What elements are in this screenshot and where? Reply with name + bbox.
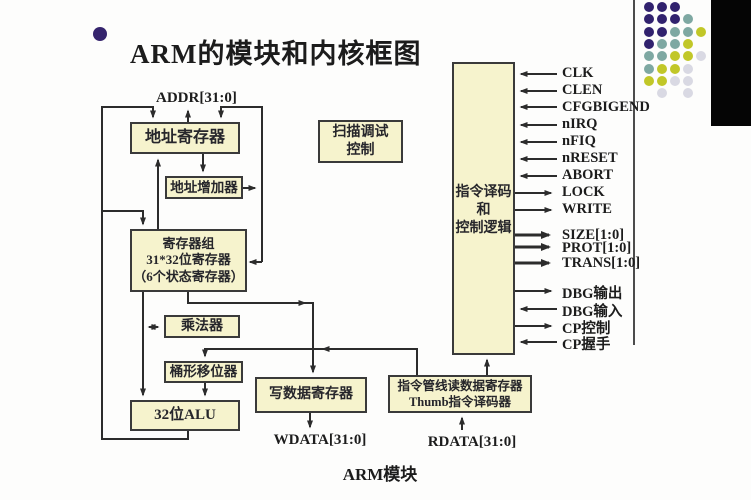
signal-label-clk: CLK [562, 65, 594, 81]
page-title: ARM的模块和内核框图 [130, 39, 422, 70]
box-multiplier: 乘法器 [164, 315, 240, 338]
decorative-dot [657, 26, 667, 37]
signal-label-cfgbigend: CFGBIGEND [562, 99, 650, 115]
box-label: 控制 [346, 142, 375, 158]
decorative-dot [670, 26, 680, 37]
decorative-dot [696, 51, 706, 62]
box-scan-debug-control: 扫描调试 控制 [318, 120, 403, 163]
decorative-dot [644, 38, 654, 49]
signal-label-nfiq: nFIQ [562, 133, 596, 149]
box-label: 控制逻辑 [455, 220, 512, 236]
decorative-dot [644, 51, 654, 62]
decorative-dot [683, 38, 693, 49]
decorative-dot [670, 14, 680, 25]
decorative-dot [644, 2, 654, 12]
decorative-dot [670, 38, 680, 49]
decorative-dot [644, 75, 654, 86]
box-write-data-register: 写数据寄存器 [255, 377, 367, 413]
box-label: 指令译码 [455, 185, 512, 200]
template-divider-line [633, 0, 635, 345]
signal-label-lock: LOCK [562, 184, 605, 200]
signal-label-size: SIZE[1:0] [562, 227, 625, 243]
decorative-dot [644, 63, 654, 74]
signal-label-cp-ctrl: CP控制 [562, 321, 611, 337]
decorative-dot [657, 88, 667, 99]
box-label: 寄存器组 [162, 235, 215, 251]
box-address-incrementer: 地址增加器 [165, 176, 243, 199]
box-instruction-pipe: 指令管线读数据寄存器 Thumb指令译码器 [388, 375, 532, 413]
box-label: 乘法器 [181, 318, 223, 334]
decorative-dot [683, 75, 693, 86]
box-label: 扫描调试 [332, 124, 389, 140]
signal-label-prot: PROT[1:0] [562, 240, 632, 256]
decorative-dot [683, 63, 693, 74]
signal-label-trans: TRANS[1:0] [562, 255, 641, 271]
wdata-bus-label: WDATA[31:0] [273, 432, 367, 448]
decorative-dot [683, 88, 693, 99]
signal-label-dbg-out: DBG输出 [562, 286, 623, 302]
rdata-bus-label: RDATA[31:0] [427, 434, 517, 450]
box-label: Thumb指令译码器 [408, 395, 512, 409]
box-address-register: 地址寄存器 [130, 122, 240, 154]
decorative-dot [670, 51, 680, 62]
decorative-dot [696, 26, 706, 37]
decorative-dot [657, 38, 667, 49]
decorative-dot [683, 14, 693, 25]
decorative-dot [683, 26, 693, 37]
box-label: 31*32位寄存器 [146, 252, 231, 268]
dots-decoration [644, 2, 744, 112]
box-label: 指令管线读数据寄存器 [397, 379, 523, 393]
box-barrel-shifter: 桶形移位器 [164, 361, 243, 383]
box-register-bank: 寄存器组 31*32位寄存器 （6个状态寄存器） [130, 229, 247, 292]
decorative-dot [644, 26, 654, 37]
bullet-icon [93, 27, 107, 41]
box-label: 地址寄存器 [144, 128, 225, 146]
diagram-caption: ARM模块 [342, 465, 418, 484]
decorative-dot [657, 2, 667, 12]
box-alu: 32位ALU [130, 400, 240, 431]
decorative-dot [657, 75, 667, 86]
signal-label-dbg-in: DBG输入 [562, 304, 623, 320]
box-label: 32位ALU [154, 406, 216, 423]
decorative-dot [657, 63, 667, 74]
decorative-dot [670, 63, 680, 74]
box-label: 和 [476, 202, 491, 218]
signal-label-abort: ABORT [562, 167, 614, 183]
signal-label-write: WRITE [562, 201, 612, 217]
signal-label-nirq: nIRQ [562, 116, 598, 132]
box-instruction-decoder: 指令译码 和 控制逻辑 [452, 62, 515, 355]
addr-bus-label: ADDR[31:0] [156, 90, 237, 106]
box-label: （6个状态寄存器） [133, 268, 244, 284]
box-label: 桶形移位器 [169, 364, 238, 380]
box-label: 地址增加器 [170, 179, 238, 195]
decorative-dot [644, 14, 654, 25]
corner-black-band [711, 0, 751, 126]
decorative-dot [657, 51, 667, 62]
signal-label-clen: CLEN [562, 82, 603, 98]
decorative-dot [670, 75, 680, 86]
decorative-dot [683, 51, 693, 62]
decorative-dot [657, 14, 667, 25]
decorative-dot [670, 2, 680, 12]
signal-label-nreset: nRESET [562, 150, 618, 166]
box-label: 写数据寄存器 [269, 387, 353, 403]
signal-label-cp-hand: CP握手 [562, 337, 611, 353]
